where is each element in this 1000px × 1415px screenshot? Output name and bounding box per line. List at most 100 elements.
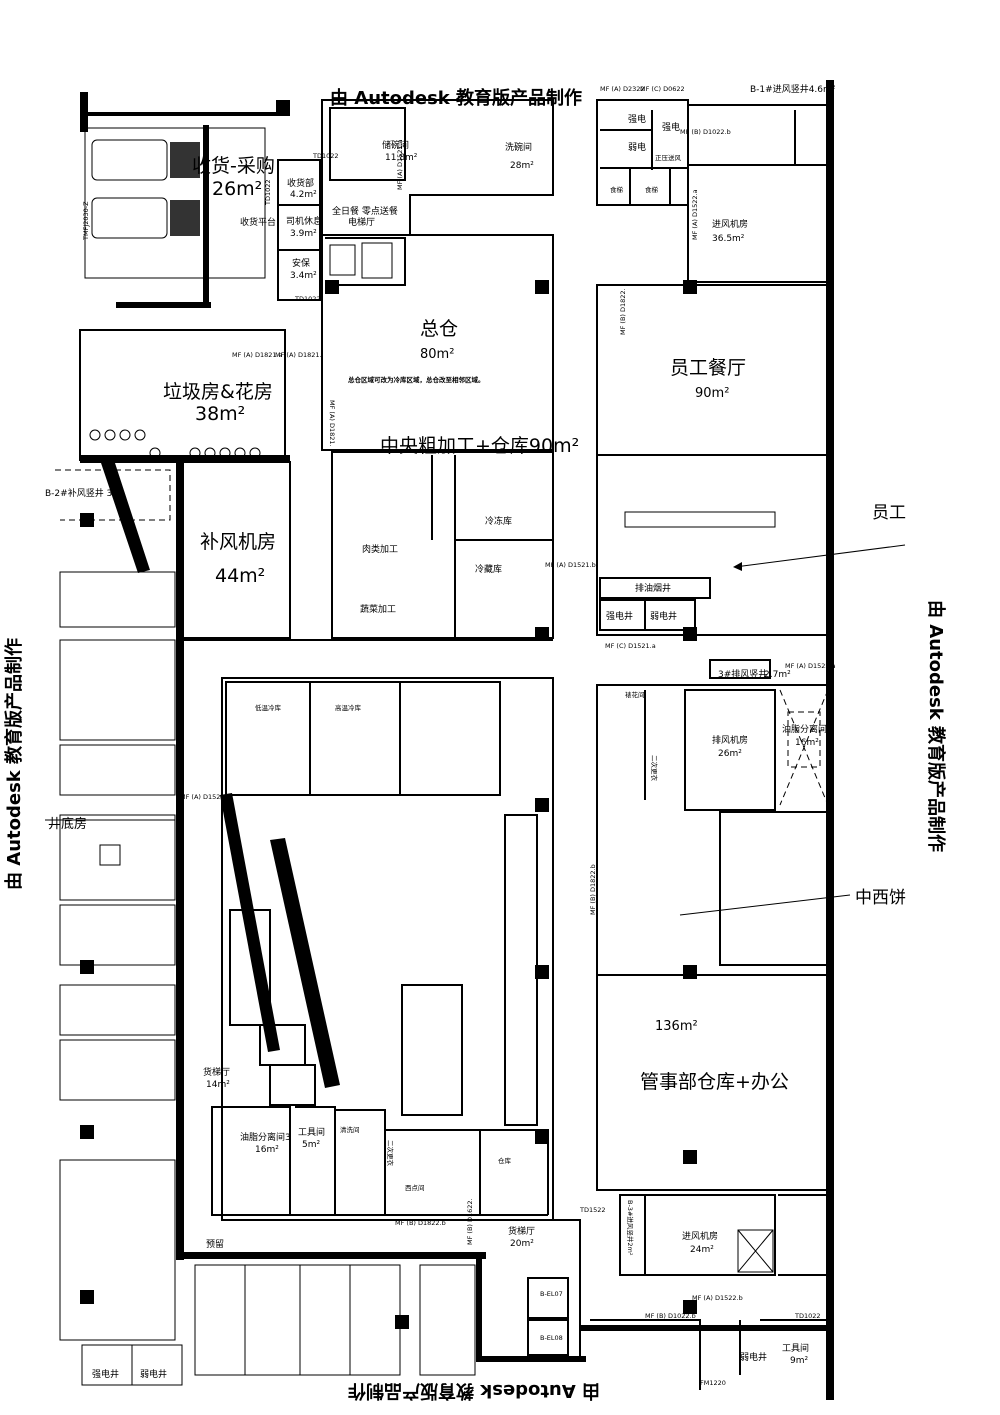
room-strong-shaft: 强电井 bbox=[606, 610, 633, 622]
room-well: 井底房 bbox=[48, 816, 87, 832]
door-code: MF (B) D1022.b bbox=[645, 1312, 696, 1320]
room-pastry: 西点间 bbox=[405, 1184, 425, 1192]
door-code: MF (A) D1522.b bbox=[692, 1294, 743, 1302]
room-fume-shaft: 排油烟井 bbox=[635, 582, 671, 594]
room-elevator-lobby-2: 电梯厅 bbox=[348, 216, 375, 228]
room-security-area: 3.4m² bbox=[290, 271, 317, 281]
room-tool-1-area: 9m² bbox=[790, 1356, 808, 1366]
room-fresh-air-1: 进风机房 bbox=[712, 218, 748, 230]
bins bbox=[89, 429, 261, 459]
room-driver-rest: 司机休息 bbox=[286, 215, 322, 227]
room-receiving-platform: 收货平台 bbox=[240, 216, 276, 228]
room-freight-lobby-1-area: 14m² bbox=[206, 1080, 230, 1090]
accessible-icon bbox=[99, 844, 121, 866]
room-makeup-shaft: B-2#补风竖井 3. bbox=[45, 487, 115, 499]
room-receiving: 收货-采购 bbox=[192, 155, 275, 177]
room-low-temp: 低温冷库 bbox=[255, 703, 282, 712]
room-exhaust-shaft: 3#排风竖井 bbox=[718, 668, 767, 680]
room-exhaust-room: 排风机房 bbox=[712, 734, 748, 746]
room-driver-rest-area: 3.9m² bbox=[290, 229, 317, 239]
room-security: 安保 bbox=[292, 257, 310, 269]
door-code: MF (C) D0622 bbox=[640, 85, 685, 93]
room-fresh-air-2-area: 24m² bbox=[690, 1245, 714, 1255]
room-meat-prep: 肉类加工 bbox=[362, 543, 398, 555]
room-labels: 收货-采购 26m² 收货部 4.2m² 收货平台 司机休息 3.9m² 安保 … bbox=[45, 83, 836, 1380]
door-code: MF (A) D1521.b bbox=[545, 561, 596, 569]
lift-tag: B-EL07 bbox=[540, 1290, 563, 1298]
room-tool-1: 工具间 bbox=[782, 1342, 809, 1354]
room-stewarding-area: 136m² bbox=[655, 1019, 698, 1034]
door-code: MF (A) D1821.a bbox=[232, 351, 283, 359]
room-receiving-area: 26m² bbox=[212, 178, 262, 200]
room-grease-2: 油脂分离间2 bbox=[782, 723, 833, 735]
door-code: MF (A) D1521.a bbox=[396, 139, 404, 190]
room-main-store: 总仓 bbox=[420, 318, 458, 340]
door-code: TD1022 bbox=[794, 1312, 821, 1320]
room-grease-3: 油脂分离间3 bbox=[240, 1131, 291, 1143]
room-makeup-air-area: 44m² bbox=[215, 565, 265, 587]
truck-icons bbox=[91, 139, 200, 239]
room-food-lift-1: 食梯 bbox=[610, 185, 624, 194]
room-dishwashing: 洗碗间 bbox=[505, 141, 532, 153]
room-dishwashing-area: 28m² bbox=[510, 161, 534, 171]
room-cleaning: 清洗间 bbox=[340, 1125, 360, 1134]
lift-tag: B-EL08 bbox=[540, 1334, 563, 1342]
main-store-note: 总仓区域可改为冷库区域，总仓改至相邻区域。 bbox=[348, 375, 485, 384]
room-freezer: 冷冻库 bbox=[485, 515, 512, 527]
room-fresh-air-shaft-2: B-3#进风竖井2m² bbox=[626, 1200, 635, 1256]
room-makeup-air: 补风机房 bbox=[200, 531, 276, 553]
room-staff-canteen: 员工餐厅 bbox=[670, 357, 746, 379]
room-weak-shaft-b: 弱电井 bbox=[140, 1368, 167, 1380]
door-code: MF (A) D1522.a bbox=[691, 189, 699, 240]
room-exhaust-shaft-area: 2.7m² bbox=[764, 670, 791, 680]
room-fresh-air-1-area: 36.5m² bbox=[712, 234, 745, 244]
door-code: MF (B) D1822.b bbox=[395, 1219, 446, 1227]
room-tool-2-area: 5m² bbox=[302, 1140, 320, 1150]
door-code: MF (B) D1822. bbox=[619, 288, 627, 335]
door-code: MF (A) D1522.a bbox=[785, 662, 836, 670]
door-code: MF (A) D1821. bbox=[328, 400, 336, 447]
room-chiller: 冷藏库 bbox=[475, 563, 502, 575]
watermark-bottom: 由 Autodesk 教育版产品制作 bbox=[348, 1380, 600, 1402]
room-main-store-area: 80m² bbox=[420, 347, 454, 362]
door-code: MF (A) D1522.b bbox=[180, 793, 231, 801]
room-grease-2-area: 16m² bbox=[795, 738, 819, 748]
door-code: TMFJ2030-Z bbox=[82, 201, 90, 241]
door-code: TD1022 bbox=[312, 152, 339, 160]
room-weak-shaft: 弱电井 bbox=[650, 610, 677, 622]
room-freight-lobby-1: 货梯厅 bbox=[203, 1066, 230, 1078]
room-central-prep: 中央粗加工+仓库90m² bbox=[380, 435, 579, 457]
door-code: MF (A) D2322 bbox=[600, 85, 645, 93]
parking-bays bbox=[45, 571, 176, 1341]
room-strong-shaft-b: 强电井 bbox=[92, 1368, 119, 1380]
door-codes: MF (A) D1821.a MF (A) D1821. MF (A) D182… bbox=[82, 85, 836, 1387]
room-secondary-change-1: 二次更衣 bbox=[650, 755, 659, 782]
watermark-right: 由 Autodesk 教育版产品制作 bbox=[925, 600, 947, 852]
room-secondary-change-2: 二次更衣 bbox=[386, 1140, 395, 1167]
label-staff: 员工 bbox=[872, 503, 906, 523]
door-code: MF (C) D1521.a bbox=[605, 642, 656, 650]
room-garbage-area: 38m² bbox=[195, 403, 245, 425]
room-store-small: 仓库 bbox=[498, 1156, 512, 1165]
room-reserved: 预留 bbox=[206, 1238, 224, 1250]
room-flower: 裱花间 bbox=[625, 690, 645, 699]
door-code: FM1220 bbox=[700, 1379, 726, 1387]
room-weak-shaft-2: 弱电井 bbox=[740, 1351, 767, 1363]
watermark-top: 由 Autodesk 教育版产品制作 bbox=[330, 87, 582, 109]
room-dish-storage: 储碗间 bbox=[382, 139, 409, 151]
label-western-pastry: 中西饼 bbox=[855, 888, 906, 908]
room-stewarding: 管事部仓库+办公 bbox=[640, 1071, 789, 1093]
room-dish-storage-area: 11.8m² bbox=[385, 153, 418, 163]
room-pressure-shaft: 正压送风 bbox=[655, 153, 682, 162]
door-code: MF (A) D1821. bbox=[275, 351, 322, 359]
room-staff-canteen-area: 90m² bbox=[695, 386, 729, 401]
room-strong-elec-1: 强电 bbox=[628, 113, 646, 125]
room-elevator-lobby: 全日餐 零点送餐 bbox=[332, 205, 398, 217]
room-grease-3-area: 16m² bbox=[255, 1145, 279, 1155]
door-code: TD1522 bbox=[579, 1206, 606, 1214]
room-tool-2: 工具间 bbox=[298, 1126, 325, 1138]
room-strong-elec-2: 强电 bbox=[662, 121, 680, 133]
watermark-left: 由 Autodesk 教育版产品制作 bbox=[3, 638, 25, 890]
bottom-bays bbox=[81, 1264, 476, 1386]
